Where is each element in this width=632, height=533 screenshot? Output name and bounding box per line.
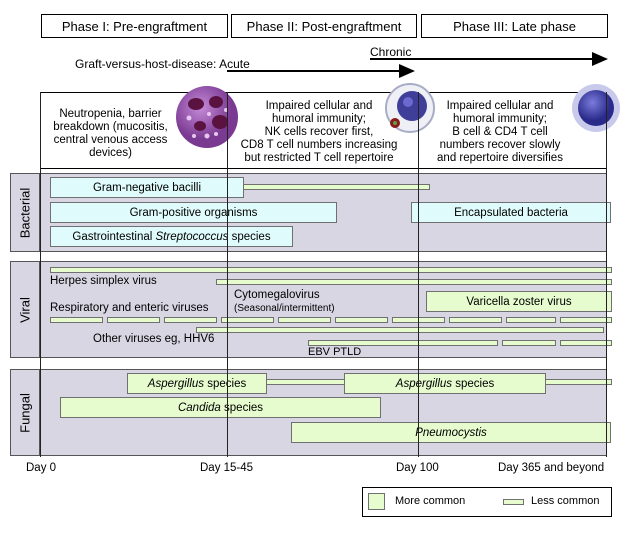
ebv-ptld-label: EBV PTLD bbox=[308, 346, 362, 358]
neutrophil-cell-icon bbox=[176, 86, 238, 148]
day-0-line bbox=[40, 92, 41, 457]
ebv-dash-2 bbox=[502, 340, 556, 346]
vzv-bar: Varicella zoster virus bbox=[426, 291, 612, 312]
resp-dash-10 bbox=[560, 317, 612, 323]
hsv-bar-2 bbox=[216, 279, 612, 285]
encapsulated-bacteria-bar: Encapsulated bacteria bbox=[411, 202, 611, 223]
aspergillus-bar-1: Aspergillus species bbox=[127, 373, 267, 394]
bacterial-label: Bacterial bbox=[10, 173, 40, 252]
gram-negative-less-bar bbox=[236, 184, 430, 190]
resp-enteric-label: Respiratory and enteric viruses bbox=[50, 302, 209, 314]
tick-day-100: Day 100 bbox=[396, 462, 439, 474]
resp-dash-2 bbox=[107, 317, 160, 323]
gram-negative-bar: Gram-negative bacilli bbox=[50, 177, 244, 198]
phase-1-header: Phase I: Pre-engraftment bbox=[41, 14, 228, 38]
resp-dash-4 bbox=[221, 317, 274, 323]
day-365-line bbox=[606, 92, 607, 457]
resp-dash-8 bbox=[449, 317, 502, 323]
legend bbox=[362, 487, 612, 517]
ebv-dash-1 bbox=[308, 340, 498, 346]
gvhd-acute-label: Acute bbox=[219, 57, 250, 71]
tick-day-0: Day 0 bbox=[26, 462, 57, 474]
aspergillus-less-bar-1 bbox=[266, 379, 346, 385]
resp-dash-9 bbox=[506, 317, 556, 323]
legend-less-swatch bbox=[503, 499, 524, 505]
ebv-dash-3 bbox=[560, 340, 612, 346]
fungal-label: Fungal bbox=[10, 369, 40, 456]
phase-3-header: Phase III: Late phase bbox=[421, 14, 608, 38]
resp-dash-1 bbox=[50, 317, 103, 323]
cmv-note: (Seasonal/intermittent) bbox=[234, 303, 335, 314]
aspergillus-bar-2: Aspergillus species bbox=[344, 373, 546, 394]
cmv-label: Cytomegalovirus bbox=[234, 289, 320, 301]
chronic-arrow-head bbox=[592, 52, 608, 66]
aspergillus-less-bar-2 bbox=[545, 379, 612, 385]
resp-dash-3 bbox=[164, 317, 217, 323]
legend-more-label: More common bbox=[395, 495, 466, 507]
day-100-line bbox=[418, 92, 419, 457]
acute-arrow-head bbox=[399, 64, 415, 78]
hsv-label: Herpes simplex virus bbox=[50, 275, 157, 287]
acute-arrow-line bbox=[227, 70, 401, 72]
gvhd-chronic-label: Chronic bbox=[370, 45, 412, 59]
lymphocyte-cell-icon bbox=[572, 84, 620, 132]
gram-positive-bar: Gram-positive organisms bbox=[50, 202, 337, 223]
resp-dash-5 bbox=[278, 317, 331, 323]
resp-dash-6 bbox=[335, 317, 388, 323]
hsv-bar-1 bbox=[50, 267, 612, 273]
tick-day-365: Day 365 and beyond bbox=[498, 462, 605, 474]
gvhd-label: Graft-versus-host-disease: Acute bbox=[75, 57, 250, 71]
nk-cell-icon bbox=[385, 83, 435, 133]
other-viruses-label: Other viruses eg, HHV6 bbox=[93, 333, 215, 345]
chronic-arrow-line bbox=[370, 58, 594, 60]
legend-more-swatch bbox=[368, 493, 385, 510]
legend-less-label: Less common bbox=[531, 495, 600, 507]
pneumocystis-bar: Pneumocystis bbox=[291, 422, 611, 443]
candida-bar: Candida species bbox=[60, 397, 381, 418]
tick-day-15-45: Day 15-45 bbox=[200, 462, 254, 474]
day-15-45-line bbox=[227, 92, 228, 457]
viral-label: Viral bbox=[10, 261, 40, 358]
phase-2-header: Phase II: Post-engraftment bbox=[231, 14, 417, 38]
other-viruses-bar bbox=[196, 327, 604, 333]
gi-streptococcus-bar: Gastrointestinal Streptococcus species bbox=[50, 226, 293, 247]
